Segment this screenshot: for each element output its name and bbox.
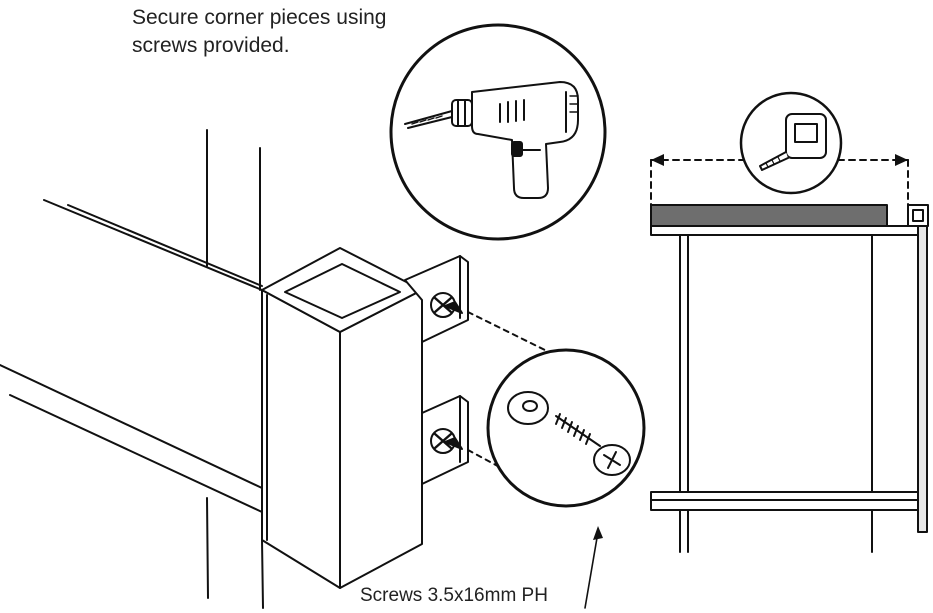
cabinet-frame	[650, 204, 929, 553]
screw-callout	[486, 348, 646, 508]
bracket-top	[404, 255, 469, 343]
bracket-bottom	[421, 395, 469, 485]
wall-lines	[206, 129, 264, 609]
tape-measure-icon	[759, 113, 827, 171]
screw-caption: Screws 3.5x16mm PH	[360, 585, 548, 606]
corner-post	[261, 247, 423, 589]
instruction-line-2: screws provided.	[132, 34, 290, 57]
caption-leader	[584, 526, 603, 609]
worktop	[650, 204, 888, 227]
screw-icon	[555, 413, 631, 476]
instruction-line-1: Secure corner pieces using	[132, 6, 387, 29]
washer-icon	[507, 391, 549, 425]
measurement-line	[650, 154, 909, 206]
beam	[0, 199, 263, 513]
instruction-text: Secure corner pieces using screws provid…	[132, 4, 432, 60]
drill-callout	[389, 23, 607, 241]
tape-callout	[739, 91, 843, 195]
drill-icon	[404, 81, 579, 199]
